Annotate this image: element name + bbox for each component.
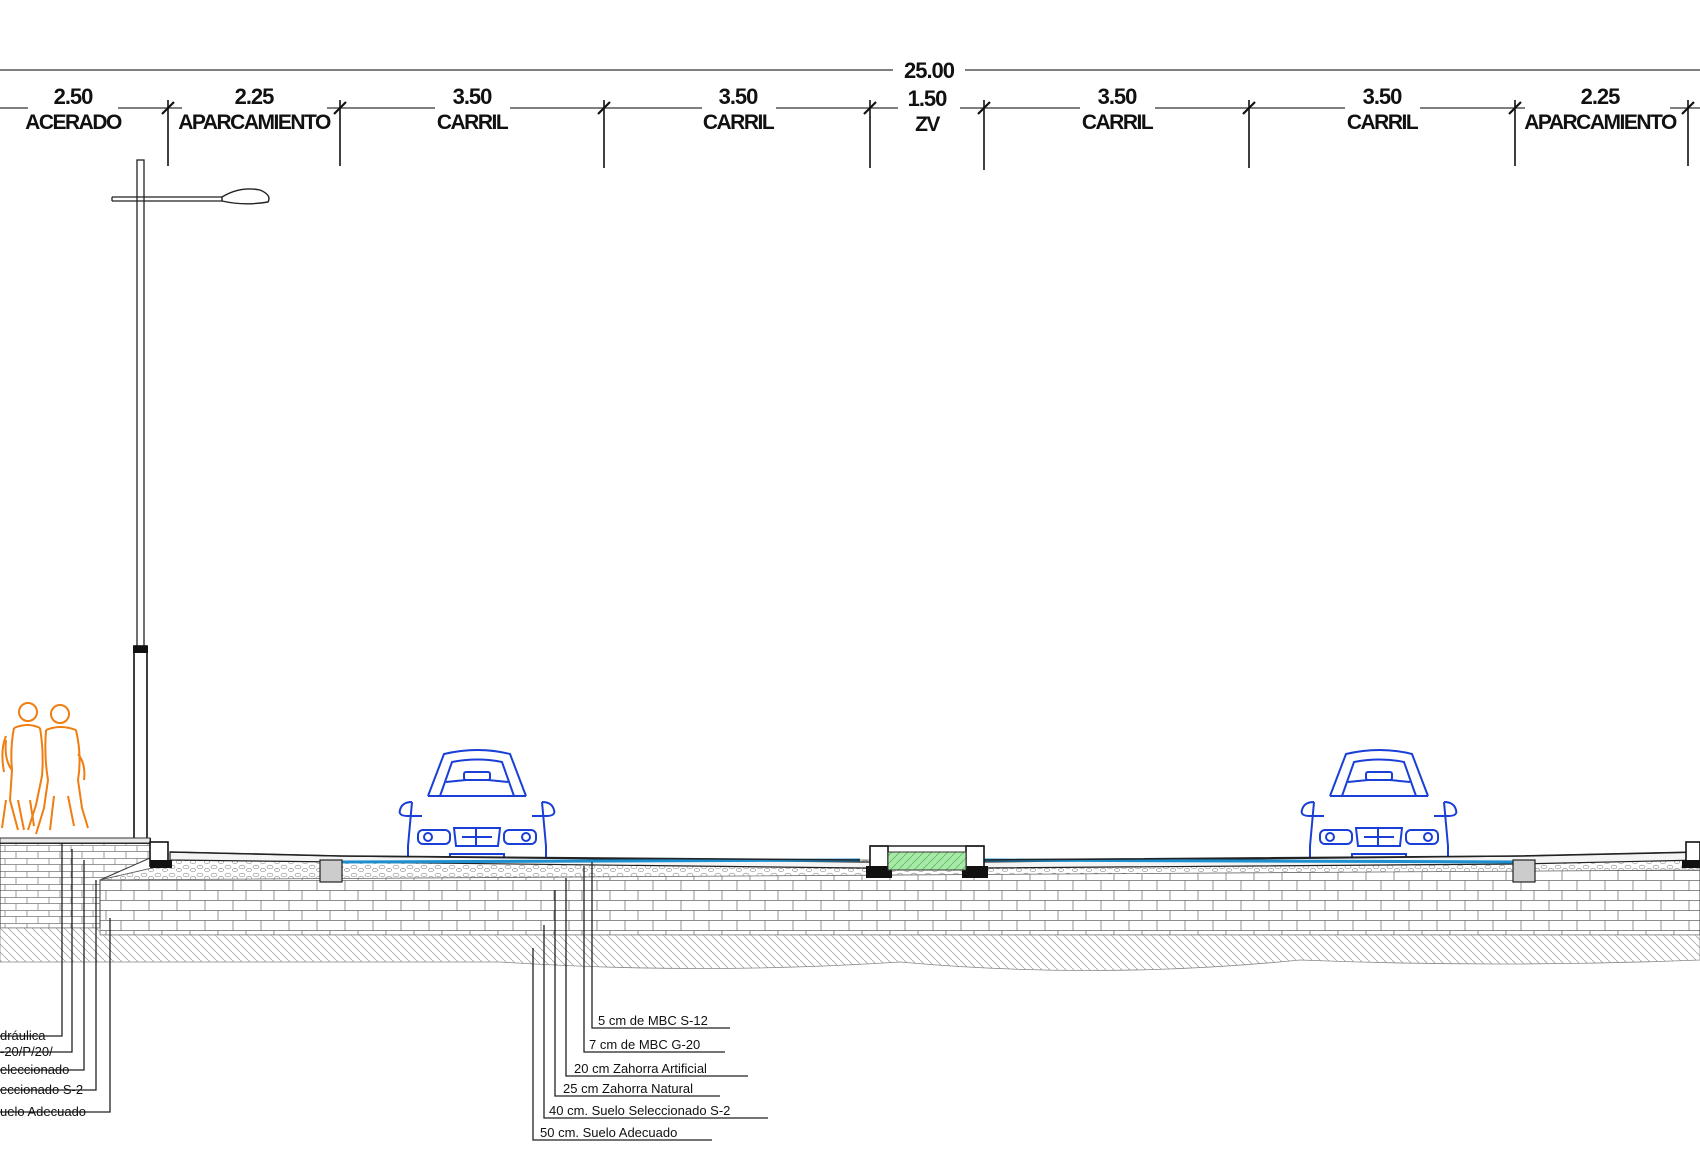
gutter-right <box>1512 859 1536 883</box>
sidewalk-layer-4: eccionado S-2 <box>0 1082 83 1097</box>
segment-labels: 2.50 ACERADO 2.25 APARCAMIENTO 3.50 CARR… <box>25 84 1678 136</box>
segment-width-zv: 1.50 <box>908 86 948 111</box>
gutter-left <box>319 859 343 883</box>
segment-ticks <box>161 100 1695 170</box>
segment-name-acerado: ACERADO <box>25 111 122 134</box>
segment-width-carril-1: 3.50 <box>453 84 493 109</box>
median-planting <box>887 851 967 871</box>
pavement-section <box>0 837 1700 971</box>
road-layer-5: 40 cm. Suelo Seleccionado S-2 <box>549 1103 730 1118</box>
total-width-label: 25.00 <box>904 58 955 83</box>
road-layer-callouts: 5 cm de MBC S-12 7 cm de MBC G-20 20 cm … <box>532 862 768 1141</box>
segment-name-aparcamiento-right: APARCAMIENTO <box>1524 111 1677 134</box>
segment-width-carril-4: 3.50 <box>1363 84 1403 109</box>
sidewalk-layer-callouts: dráulica -20/P/20/ eleccionado eccionado… <box>0 843 111 1119</box>
segment-width-acerado: 2.50 <box>54 84 94 109</box>
road-layer-3: 20 cm Zahorra Artificial <box>574 1061 707 1076</box>
subgrade-layer <box>0 927 1700 971</box>
segment-width-aparcamiento-left: 2.25 <box>235 84 275 109</box>
pedestrians-icon <box>1 702 89 835</box>
total-dimension: 25.00 <box>0 58 1700 83</box>
road-layer-2: 7 cm de MBC G-20 <box>589 1037 700 1052</box>
segment-width-carril-3: 3.50 <box>1098 84 1138 109</box>
road-layer-4: 25 cm Zahorra Natural <box>563 1081 693 1096</box>
segment-width-aparcamiento-right: 2.25 <box>1581 84 1621 109</box>
road-layer-1: 5 cm de MBC S-12 <box>598 1013 708 1028</box>
segment-name-carril-3: CARRIL <box>1082 111 1154 134</box>
segment-name-zv: ZV <box>915 113 940 136</box>
sidewalk-layer-1: dráulica <box>0 1028 46 1043</box>
sidewalk-layer-2: -20/P/20/ <box>0 1044 53 1059</box>
segment-name-carril-2: CARRIL <box>703 111 775 134</box>
segment-name-aparcamiento-left: APARCAMIENTO <box>178 111 331 134</box>
street-lamp-icon <box>111 159 270 847</box>
segment-name-carril-1: CARRIL <box>437 111 509 134</box>
surface-course-left <box>339 858 861 864</box>
segment-name-carril-4: CARRIL <box>1347 111 1419 134</box>
surface-course-right <box>979 858 1521 864</box>
sidewalk-layer-5: uelo Adecuado <box>0 1104 86 1119</box>
road-layer-6: 50 cm. Suelo Adecuado <box>540 1125 677 1140</box>
segment-width-carril-2: 3.50 <box>719 84 759 109</box>
sidewalk-layer-3: eleccionado <box>0 1062 69 1077</box>
